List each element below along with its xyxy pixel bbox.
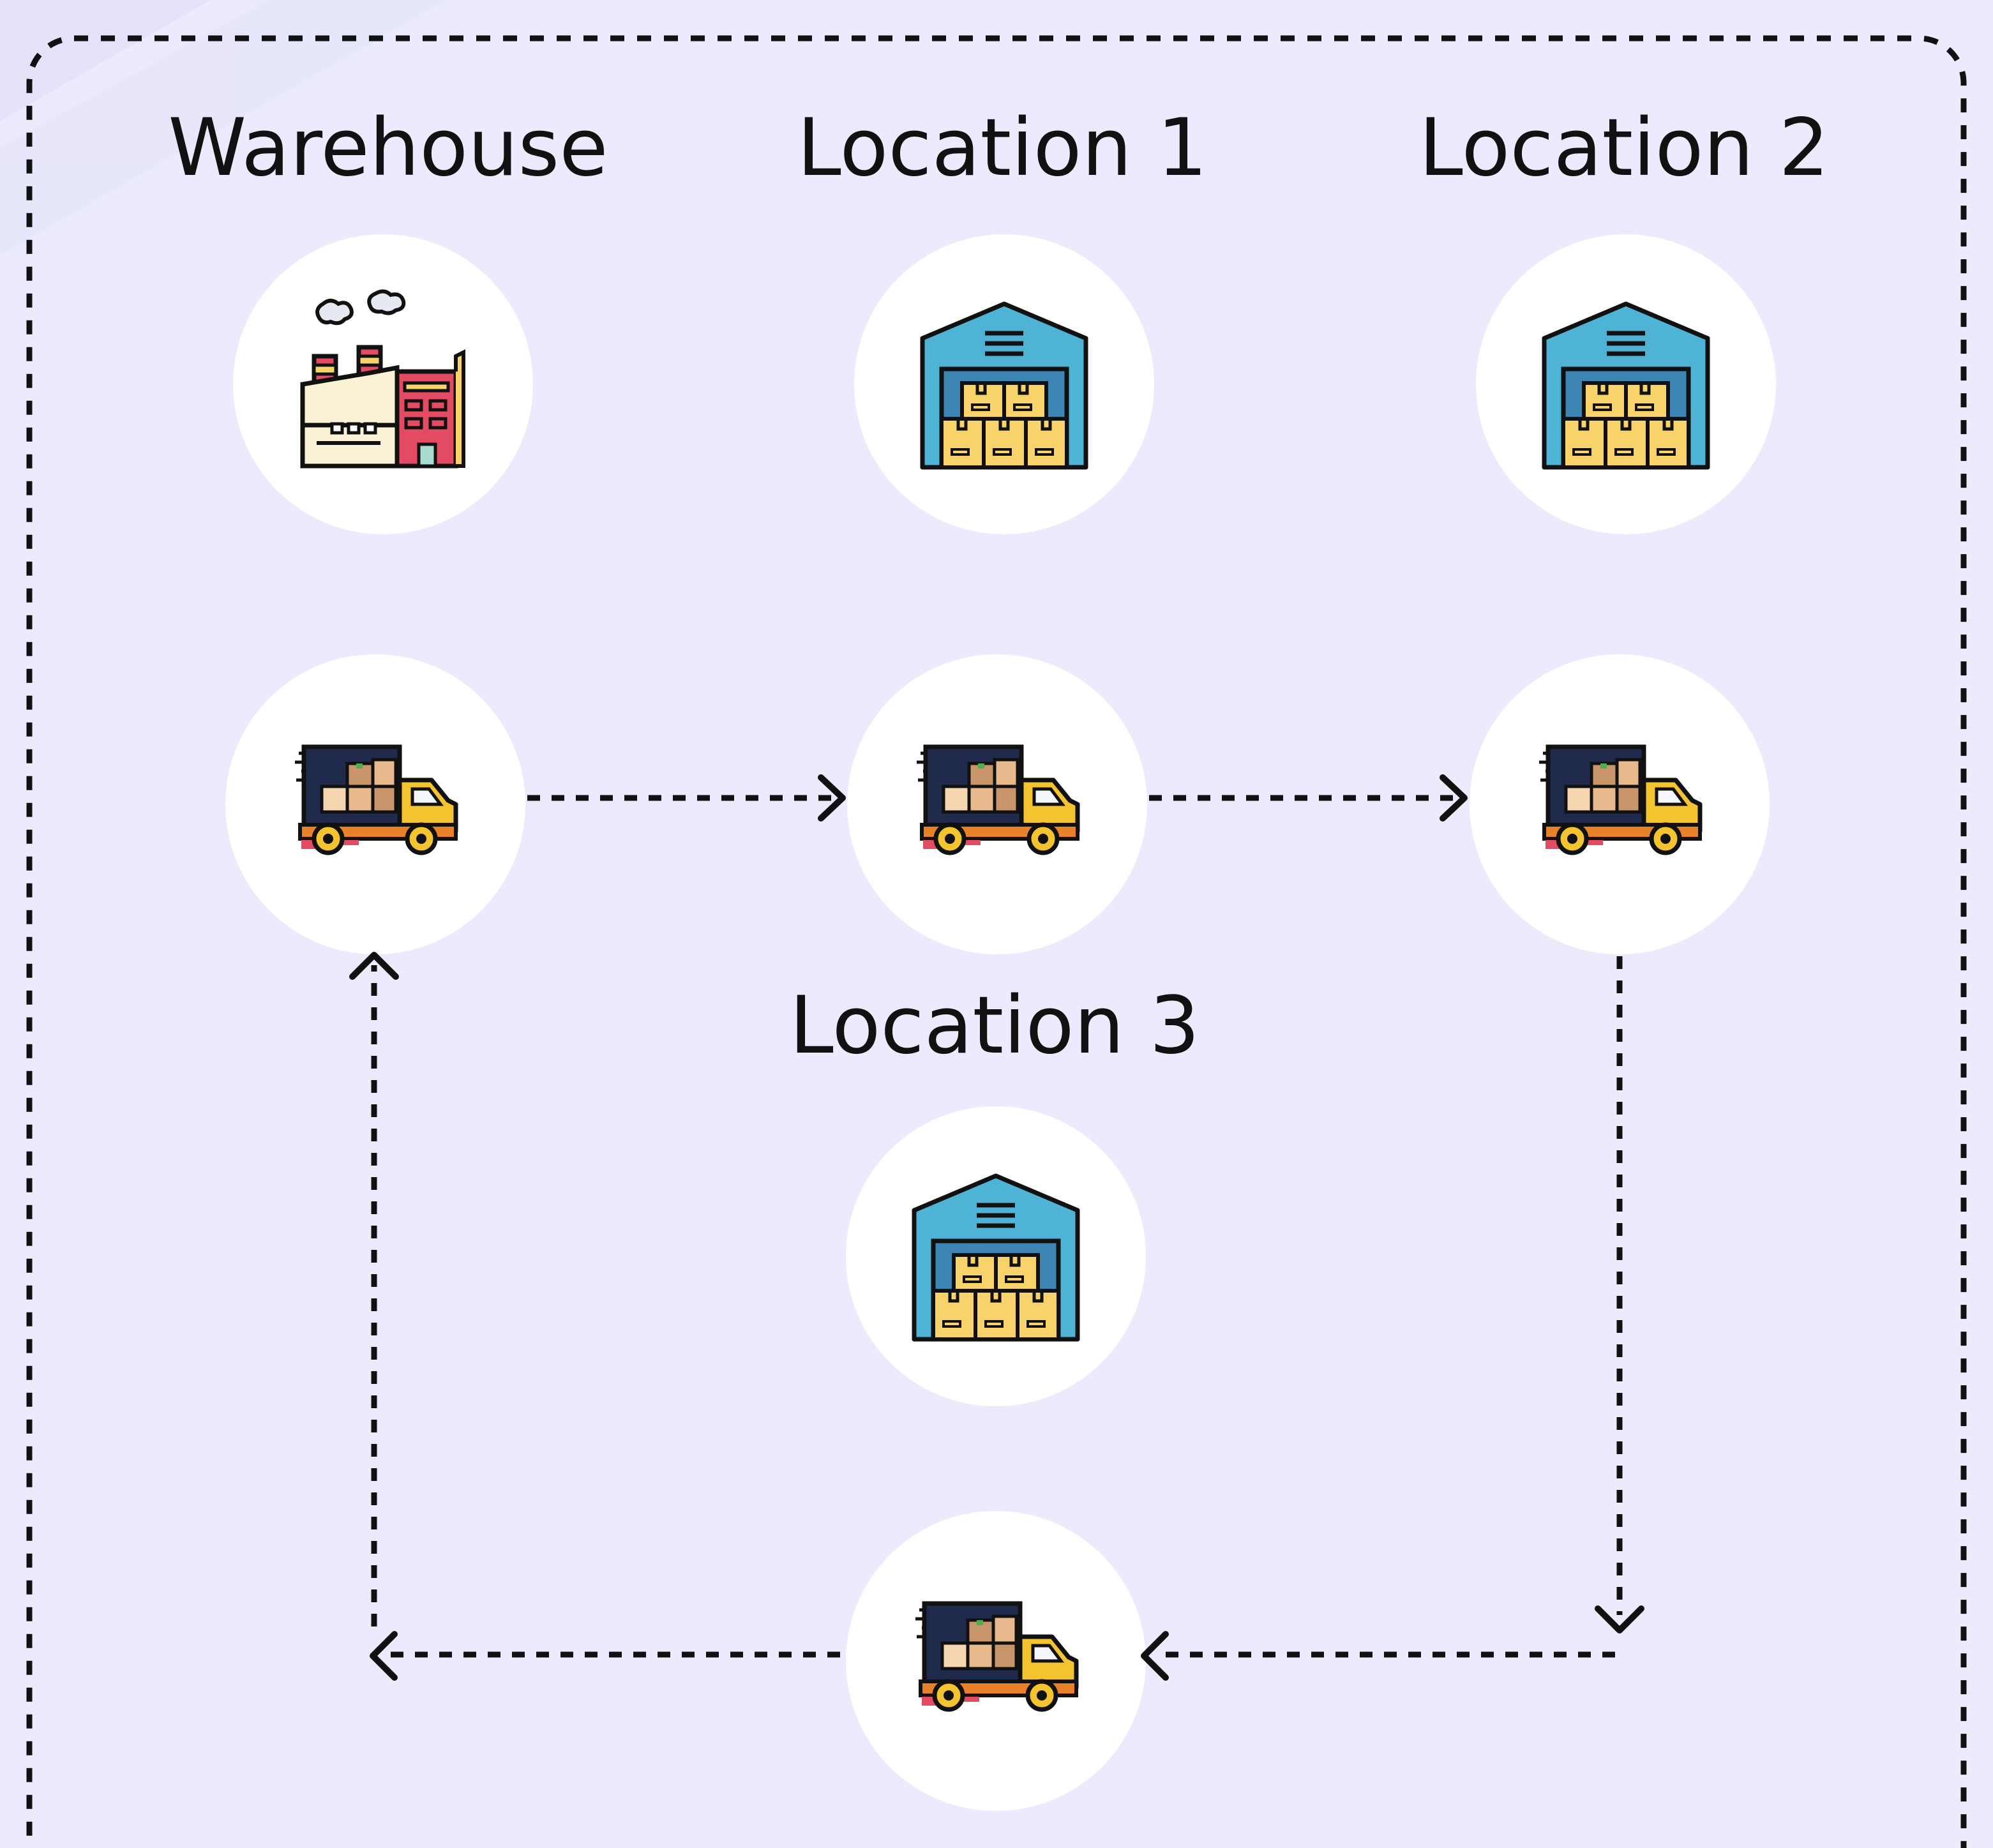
location-1-label: Location 1 (797, 102, 1208, 194)
location-3-label: Location 3 (789, 980, 1200, 1072)
warehouse-icon (1544, 304, 1708, 467)
arrowhead-right-icon (1440, 774, 1468, 822)
warehouse-icon (914, 1176, 1078, 1339)
corner-decoration (0, 0, 447, 255)
warehouse-icon (922, 304, 1086, 467)
arrowhead-right-icon (818, 774, 846, 822)
outer-frame (26, 35, 1967, 1848)
arrowhead-down-icon (1595, 1605, 1644, 1634)
warehouse-label: Warehouse (168, 102, 608, 194)
location-2-label: Location 2 (1418, 102, 1830, 194)
arrowhead-left-icon (370, 1631, 398, 1681)
arrowhead-left-icon (1141, 1631, 1169, 1681)
arrowhead-up-icon (349, 952, 399, 980)
